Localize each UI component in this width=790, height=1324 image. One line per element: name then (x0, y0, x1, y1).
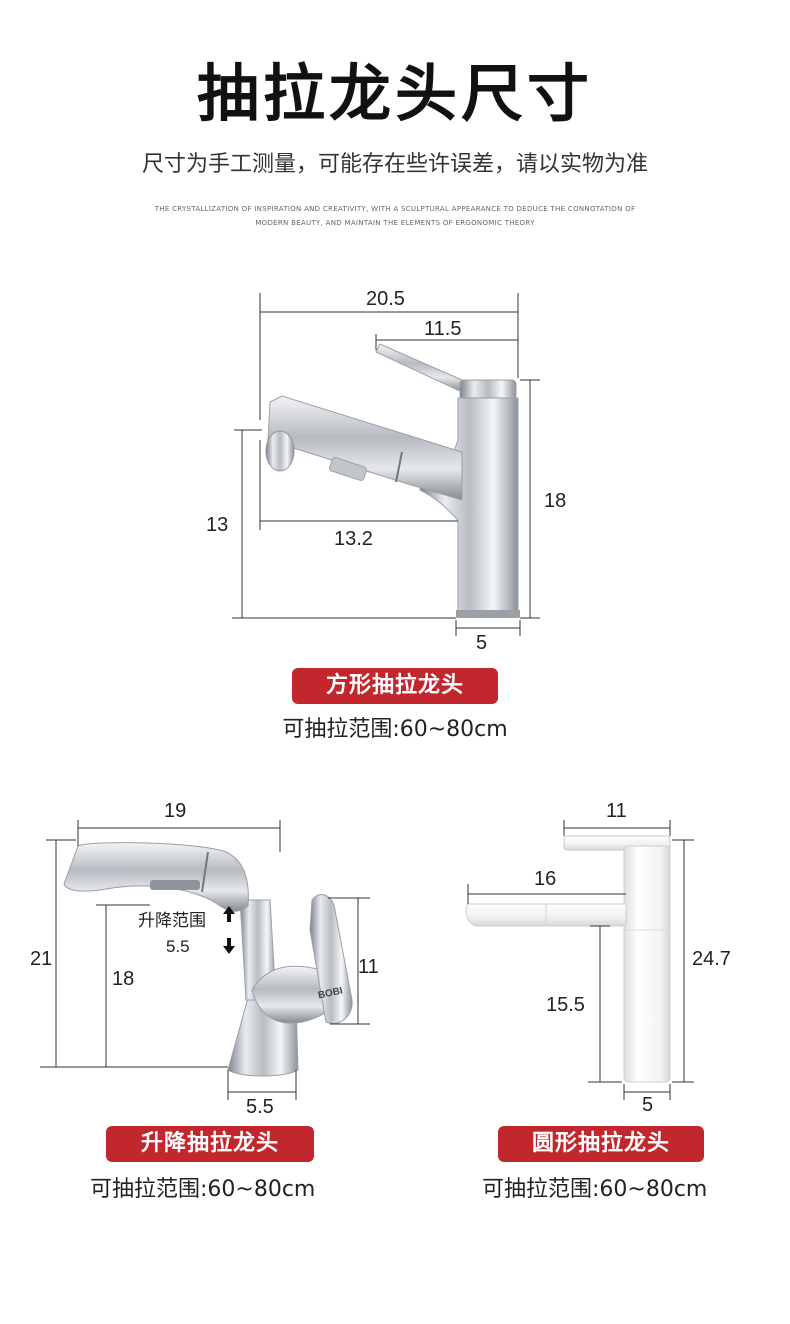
round-faucet-body (623, 845, 671, 1083)
lift-up-arrow (223, 906, 235, 922)
page-title: 抽拉龙头尺寸 (196, 57, 593, 130)
dim-spout-height: 13 (206, 514, 229, 536)
lift-faucet-range: 可抽拉范围:60~80cm (90, 1177, 316, 1202)
dim-lift-handle-height: 11 (358, 956, 379, 978)
tagline-line-1: THE CRYSTALLIZATION OF INSPIRATION AND C… (154, 205, 636, 213)
round-faucet-badge: 圆形抽拉龙头 (498, 1126, 704, 1162)
lift-faucet-badge: 升降抽拉龙头 (106, 1126, 314, 1162)
square-faucet-spray-head (265, 430, 295, 472)
round-faucet-drawing (465, 820, 694, 1100)
dim-round-total-height: 24.7 (692, 948, 731, 970)
square-faucet-drawing (232, 293, 540, 636)
square-faucet-spout (267, 395, 463, 501)
square-faucet-cap (459, 379, 517, 401)
tagline-line-2: MODERN BEAUTY, AND MAINTAIN THE ELEMENTS… (255, 219, 535, 227)
dim-round-base: 5 (642, 1094, 654, 1116)
dim-base: 5 (476, 632, 488, 654)
square-faucet-range: 可抽拉范围:60~80cm (282, 717, 508, 742)
lift-range-label: 升降范围 (138, 911, 206, 931)
dim-lift-total-height: 21 (30, 948, 53, 970)
square-faucet-badge: 方形抽拉龙头 (292, 668, 498, 704)
lift-faucet-handle (309, 894, 353, 1024)
lift-faucet-drawing (40, 820, 370, 1100)
lift-down-arrow (223, 938, 235, 954)
dim-round-spout-height: 15.5 (546, 994, 585, 1016)
dim-total-width: 20.5 (366, 288, 405, 310)
lift-faucet-spout (63, 842, 249, 912)
dim-spout-reach: 13.2 (334, 528, 373, 550)
round-faucet-range: 可抽拉范围:60~80cm (482, 1177, 708, 1202)
dim-lift-base: 5.5 (246, 1096, 274, 1118)
lift-range-value: 5.5 (166, 937, 190, 956)
dim-round-handle-width: 11 (606, 800, 627, 822)
square-faucet-body (419, 397, 519, 615)
square-faucet-handle (375, 343, 463, 393)
dim-round-spout-reach: 16 (534, 868, 557, 890)
dim-lift-spout-height: 18 (112, 968, 135, 990)
page-subtitle: 尺寸为手工测量，可能存在些许误差，请以实物为准 (141, 152, 648, 177)
dim-lift-width: 19 (164, 800, 187, 822)
dim-handle-width: 11.5 (424, 318, 462, 340)
dim-body-height: 18 (544, 490, 567, 512)
